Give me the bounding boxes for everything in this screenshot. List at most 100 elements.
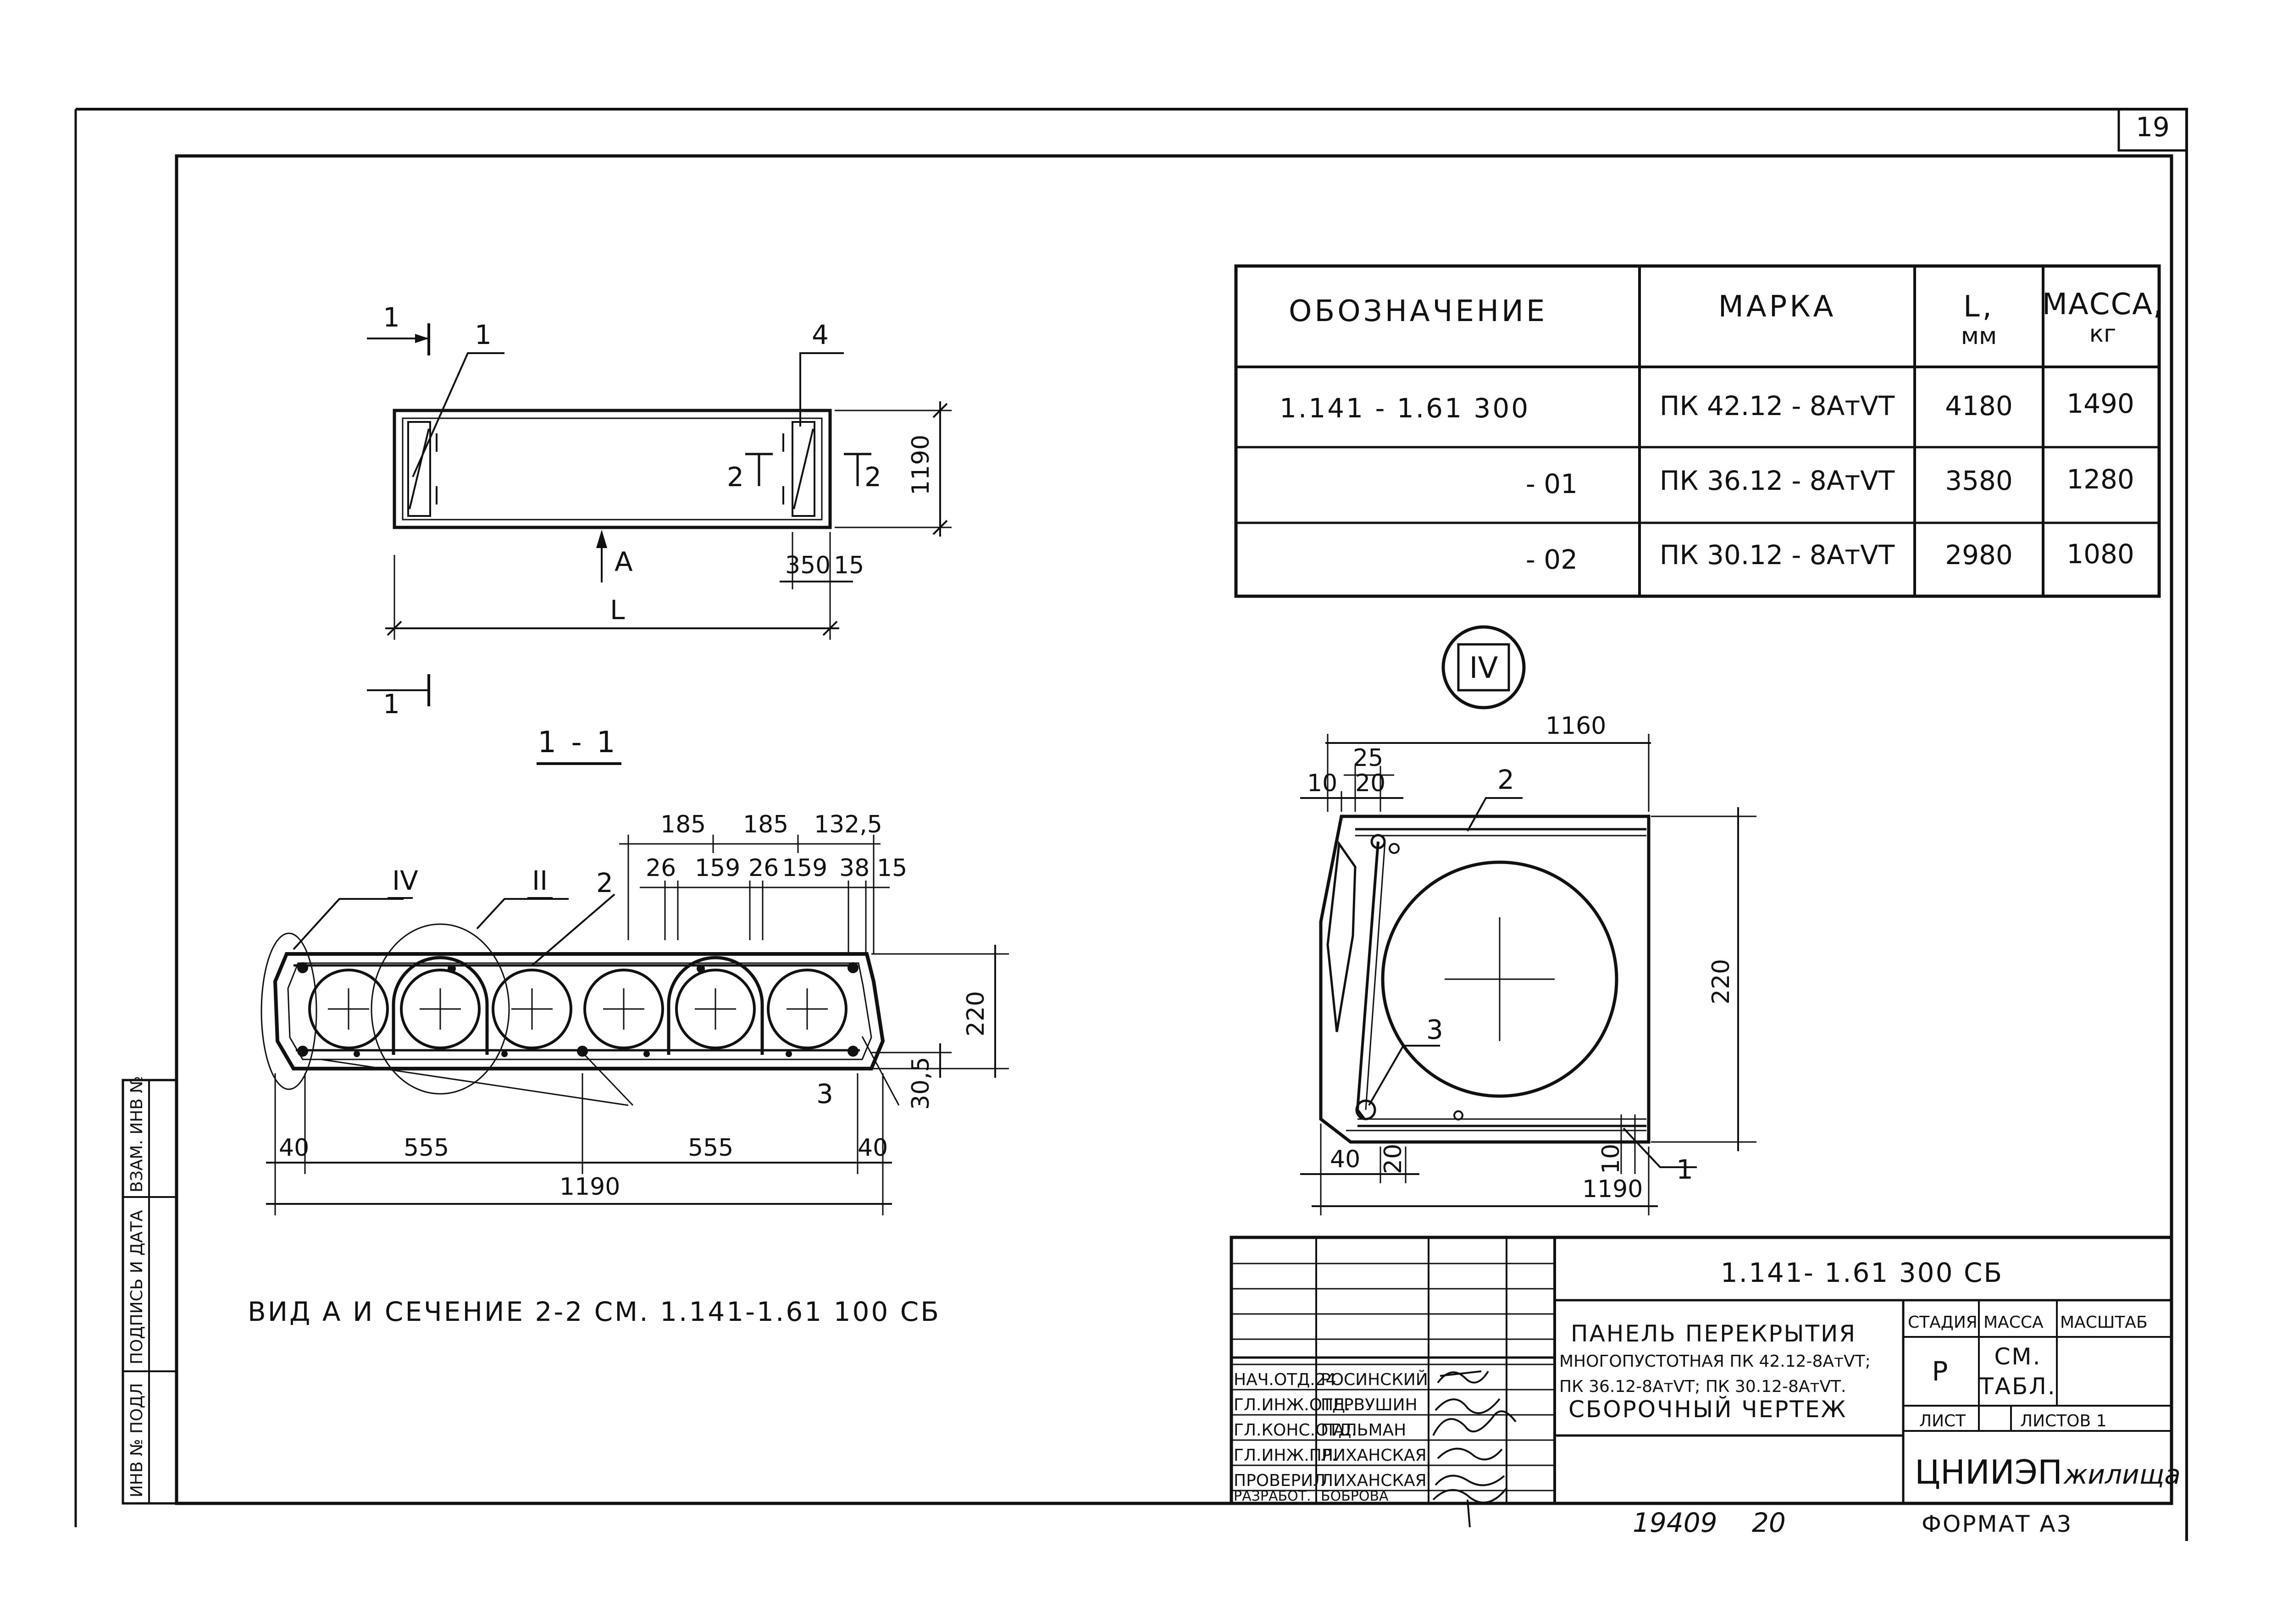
person-name-4: ЛИХАНСКАЯ bbox=[1321, 1446, 1427, 1465]
section-position-2: 2 bbox=[596, 867, 613, 898]
section-dim-30-5: 30,5 bbox=[907, 1057, 935, 1110]
spec-row-2-length: 3580 bbox=[1945, 465, 2013, 496]
section-top-dim-1: 185 bbox=[660, 811, 706, 838]
section-sub-dim-5: 38 bbox=[839, 854, 870, 882]
section-sub-dim-6: 15 bbox=[877, 854, 907, 882]
section-bottom-dim-2: 555 bbox=[404, 1134, 449, 1162]
title-block bbox=[1230, 1236, 2173, 1505]
plan-section-mark-bottom: 1 bbox=[383, 688, 400, 720]
person-name-2: ПЕРВУШИН bbox=[1321, 1396, 1418, 1414]
detail-dim-10b: 10 bbox=[1597, 1144, 1625, 1174]
title-org-2: жилища bbox=[2063, 1459, 2181, 1490]
title-doc-code: 1.141- 1.61 300 СБ bbox=[1721, 1257, 2003, 1288]
section-bottom-dim-4: 40 bbox=[858, 1134, 888, 1162]
person-role-6: РАЗРАБОТ. bbox=[1234, 1488, 1311, 1504]
detail-dim-25: 25 bbox=[1353, 744, 1383, 772]
plan-dim-15: 15 bbox=[834, 552, 864, 579]
detail-position-1: 1 bbox=[1676, 1154, 1693, 1185]
person-name-3: ПАЛЬМАН bbox=[1321, 1421, 1406, 1440]
detail-dim-20: 20 bbox=[1355, 770, 1385, 797]
person-name-1: РОСИНСКИЙ bbox=[1321, 1370, 1428, 1389]
plan-section-2-right: 2 bbox=[864, 461, 881, 493]
section-sub-dim-3: 26 bbox=[748, 854, 779, 882]
spec-row-2-mass: 1280 bbox=[2066, 464, 2134, 495]
detail-dim-40: 40 bbox=[1330, 1146, 1360, 1173]
title-stage-header: СТАДИЯ bbox=[1908, 1313, 1978, 1332]
plan-position-1: 1 bbox=[475, 319, 492, 350]
title-mass-value-1: СМ. bbox=[1994, 1343, 2042, 1370]
person-role-2: ГЛ.ИНЖ.ОТД. bbox=[1234, 1396, 1351, 1414]
spec-row-3-designation: - 02 bbox=[1526, 544, 1578, 575]
detail-position-3: 3 bbox=[1426, 1014, 1443, 1045]
section-dim-height: 220 bbox=[962, 991, 990, 1036]
title-line-4: СБОРОЧНЫЙ ЧЕРТЕЖ bbox=[1568, 1396, 1847, 1423]
sheet-frames bbox=[74, 108, 2188, 1541]
sheet-format: ФОРМАТ А3 bbox=[1922, 1511, 2072, 1537]
detail-dim-220: 220 bbox=[1707, 959, 1735, 1004]
title-line-2: МНОГОПУСТОТНАЯ ПК 42.12-8АтⅤТ; bbox=[1559, 1352, 1871, 1371]
plan-section-mark-top: 1 bbox=[383, 302, 400, 333]
spec-row-2-mark: ПК 36.12 - 8АтⅤТ bbox=[1660, 465, 1895, 496]
signatures bbox=[1432, 1370, 1517, 1528]
detail-dim-20b: 20 bbox=[1379, 1144, 1407, 1174]
plan-view-a: A bbox=[615, 546, 633, 577]
left-margin-strip: ВЗАМ. ИНВ № ПОДПИСЬ И ДАТА ИНВ № ПОДЛ bbox=[122, 1076, 178, 1505]
spec-row-1-mass: 1490 bbox=[2066, 388, 2134, 419]
plan-dim-length: L bbox=[610, 594, 625, 626]
spec-row-3-mass: 1080 bbox=[2066, 538, 2134, 570]
detail-dim-10: 10 bbox=[1307, 770, 1337, 797]
plan-view bbox=[367, 323, 952, 706]
section-sub-dim-2: 159 bbox=[695, 854, 740, 882]
spec-header-length-unit: мм bbox=[1961, 322, 1997, 350]
drawing-note: ВИД А И СЕЧЕНИЕ 2-2 СМ. 1.141-1.61 100 С… bbox=[248, 1296, 941, 1327]
spec-header-mark: МАРКА bbox=[1718, 290, 1836, 324]
section-1-1-title: 1 - 1 bbox=[537, 726, 618, 759]
detail-iv bbox=[1300, 734, 1756, 1215]
section-dim-total: 1190 bbox=[560, 1173, 620, 1201]
section-bottom-dim-1: 40 bbox=[279, 1134, 309, 1162]
spec-header-mass: МАССА, bbox=[2042, 288, 2164, 321]
detail-dim-1160: 1160 bbox=[1546, 712, 1606, 740]
detail-iv-mark bbox=[1441, 625, 1526, 709]
title-line-1: ПАНЕЛЬ ПЕРЕКРЫТИЯ bbox=[1571, 1320, 1856, 1347]
spec-header-designation: ОБОЗНАЧЕНИЕ bbox=[1289, 294, 1547, 328]
person-name-6: БОБРОВА bbox=[1321, 1488, 1389, 1504]
section-bottom-dim-3: 555 bbox=[688, 1134, 733, 1162]
title-scale-header: МАСШТАБ bbox=[2060, 1313, 2148, 1332]
spec-header-mass-unit: кг bbox=[2089, 320, 2116, 348]
plan-dim-width: 1190 bbox=[907, 435, 935, 495]
person-role-4: ГЛ.ИНЖ.ПР. bbox=[1234, 1446, 1337, 1465]
plan-section-2-left: 2 bbox=[727, 461, 744, 493]
section-node-iv: IV bbox=[392, 865, 418, 896]
section-position-3: 3 bbox=[816, 1078, 833, 1109]
person-role-3: ГЛ.КОНС.ОТД. bbox=[1234, 1421, 1357, 1440]
spec-row-3-mark: ПК 30.12 - 8АтⅤТ bbox=[1660, 539, 1895, 571]
person-role-1: НАЧ.ОТД.24 bbox=[1234, 1370, 1336, 1389]
detail-iv-label: IV bbox=[1469, 651, 1498, 685]
spec-row-1-mark: ПК 42.12 - 8АтⅤТ bbox=[1660, 390, 1895, 421]
spec-row-2-designation: - 01 bbox=[1526, 468, 1578, 499]
section-top-dim-3: 132,5 bbox=[814, 811, 882, 838]
title-line-3: ПК 36.12-8АтⅤТ; ПК 30.12-8АтⅤТ. bbox=[1559, 1377, 1846, 1396]
archive-sheet: 20 bbox=[1752, 1507, 1786, 1538]
title-sheet-header: ЛИСТ bbox=[1919, 1412, 1966, 1430]
title-mass-header: МАССА bbox=[1983, 1313, 2044, 1332]
section-sub-dim-4: 159 bbox=[782, 854, 827, 882]
person-name-5: ЛИХАНСКАЯ bbox=[1321, 1471, 1427, 1490]
margin-inv-original: ИНВ № ПОДЛ bbox=[127, 1383, 146, 1497]
spec-row-1-designation: 1.141 - 1.61 300 bbox=[1280, 393, 1530, 424]
plan-dim-350: 350 bbox=[785, 552, 831, 579]
spec-row-1-length: 4180 bbox=[1945, 390, 2013, 421]
section-1-1 bbox=[260, 835, 1009, 1215]
detail-dim-1190: 1190 bbox=[1582, 1175, 1643, 1203]
section-sub-dim-1: 26 bbox=[646, 854, 676, 882]
section-voids bbox=[308, 969, 848, 1049]
margin-inv-replaced: ВЗАМ. ИНВ № bbox=[127, 1076, 146, 1192]
archive-number: 19409 bbox=[1633, 1507, 1717, 1538]
spec-table bbox=[1234, 264, 2161, 598]
sheet-number: 19 bbox=[2136, 111, 2170, 143]
section-rebar-dots bbox=[297, 962, 859, 1057]
section-top-dim-2: 185 bbox=[743, 811, 788, 838]
section-node-ii: II bbox=[532, 865, 548, 896]
